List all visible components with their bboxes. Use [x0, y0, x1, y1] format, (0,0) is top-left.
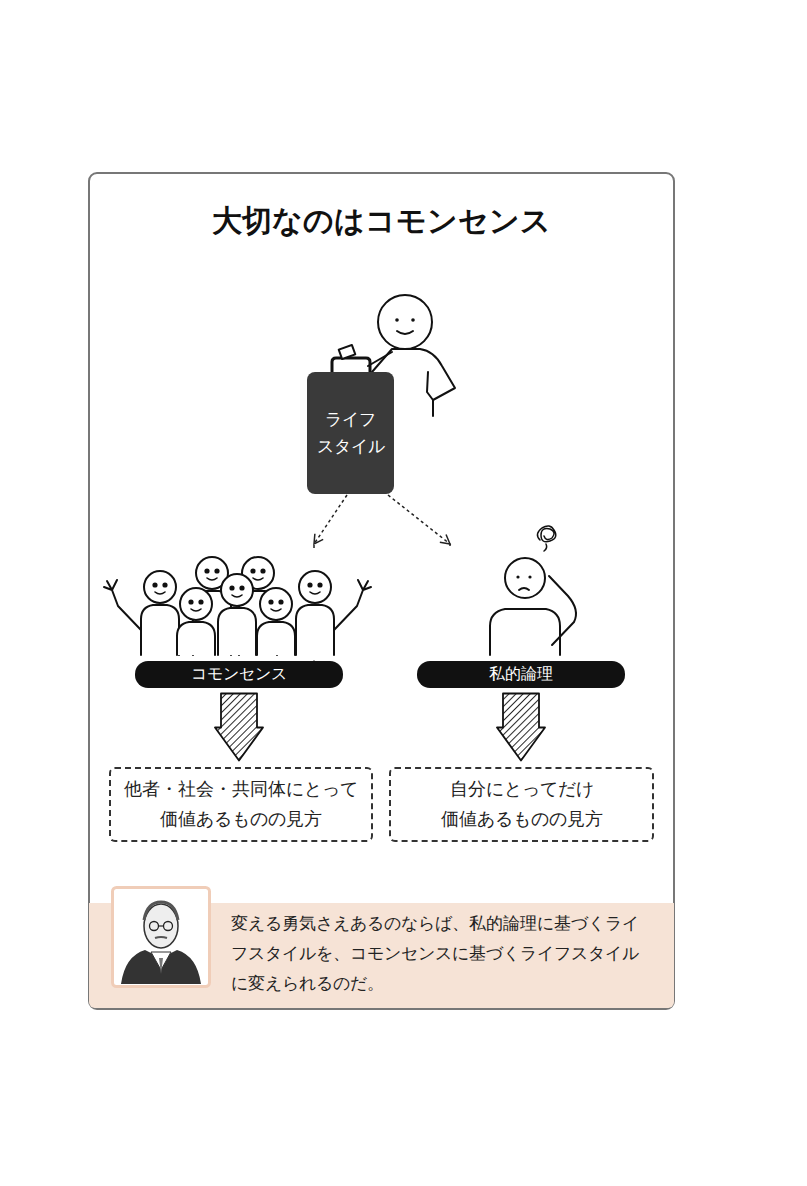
- traveler-arm: [427, 372, 433, 400]
- crowd-figures: [104, 557, 371, 655]
- figure-ground: [100, 549, 372, 660]
- thinker-head: [505, 558, 545, 598]
- arrow-head: [314, 534, 323, 544]
- portrait: [111, 886, 211, 988]
- portrait-suit: [121, 950, 201, 984]
- arrow-head: [440, 534, 450, 544]
- text-group: コモンセンス: [191, 663, 287, 685]
- portrait-head: [144, 904, 178, 948]
- label-band: コモンセンス: [135, 661, 343, 688]
- text-group: 変える勇気さえあるのならば、私的論理に基づくライフスタイルを、コモンセンスに基づ…: [231, 909, 652, 999]
- hatched-arrow: [215, 694, 263, 761]
- node-text: 自分にとってだけ 価値あるものの見方: [399, 774, 644, 834]
- suitcase-handle: [332, 358, 370, 373]
- node-text: コモンセンス: [191, 663, 287, 685]
- traveler-head: [378, 295, 432, 349]
- confusion-scribble: [537, 526, 555, 551]
- traveler-arm: [368, 352, 392, 366]
- dashed-box: 他者・社会・共同体にとって 価値あるものの見方: [109, 767, 373, 842]
- dashed-box: 自分にとってだけ 価値あるものの見方: [389, 767, 654, 842]
- connector: [497, 694, 545, 761]
- node-text: 変える勇気さえあるのならば、私的論理に基づくライフスタイルを、コモンセンスに基づ…: [231, 909, 652, 999]
- panel-frame: [89, 173, 674, 1009]
- text-group: 自分にとってだけ 価値あるものの見方: [399, 774, 644, 834]
- connector: [215, 694, 263, 761]
- hatched-arrow: [497, 694, 545, 761]
- diagram-title: 大切なのはコモンセンス: [89, 201, 674, 241]
- text-group: 私的論理: [489, 663, 553, 685]
- portrait-frame: [113, 888, 210, 987]
- text-group: ライフ スタイル: [313, 406, 388, 460]
- node-text: 他者・社会・共同体にとって 価値あるものの見方: [119, 774, 363, 834]
- node-text: ライフ スタイル: [313, 406, 388, 460]
- suitcase-box: ライフ スタイル: [307, 372, 394, 494]
- thinker-arm: [549, 576, 576, 645]
- figure-ground: [430, 549, 610, 660]
- suitcase-tag: [339, 345, 356, 359]
- text-group: 他者・社会・共同体にとって 価値あるものの見方: [119, 774, 363, 834]
- node-text: 私的論理: [489, 663, 553, 685]
- label-band: 私的論理: [417, 661, 625, 688]
- thinker-figure: [490, 526, 576, 655]
